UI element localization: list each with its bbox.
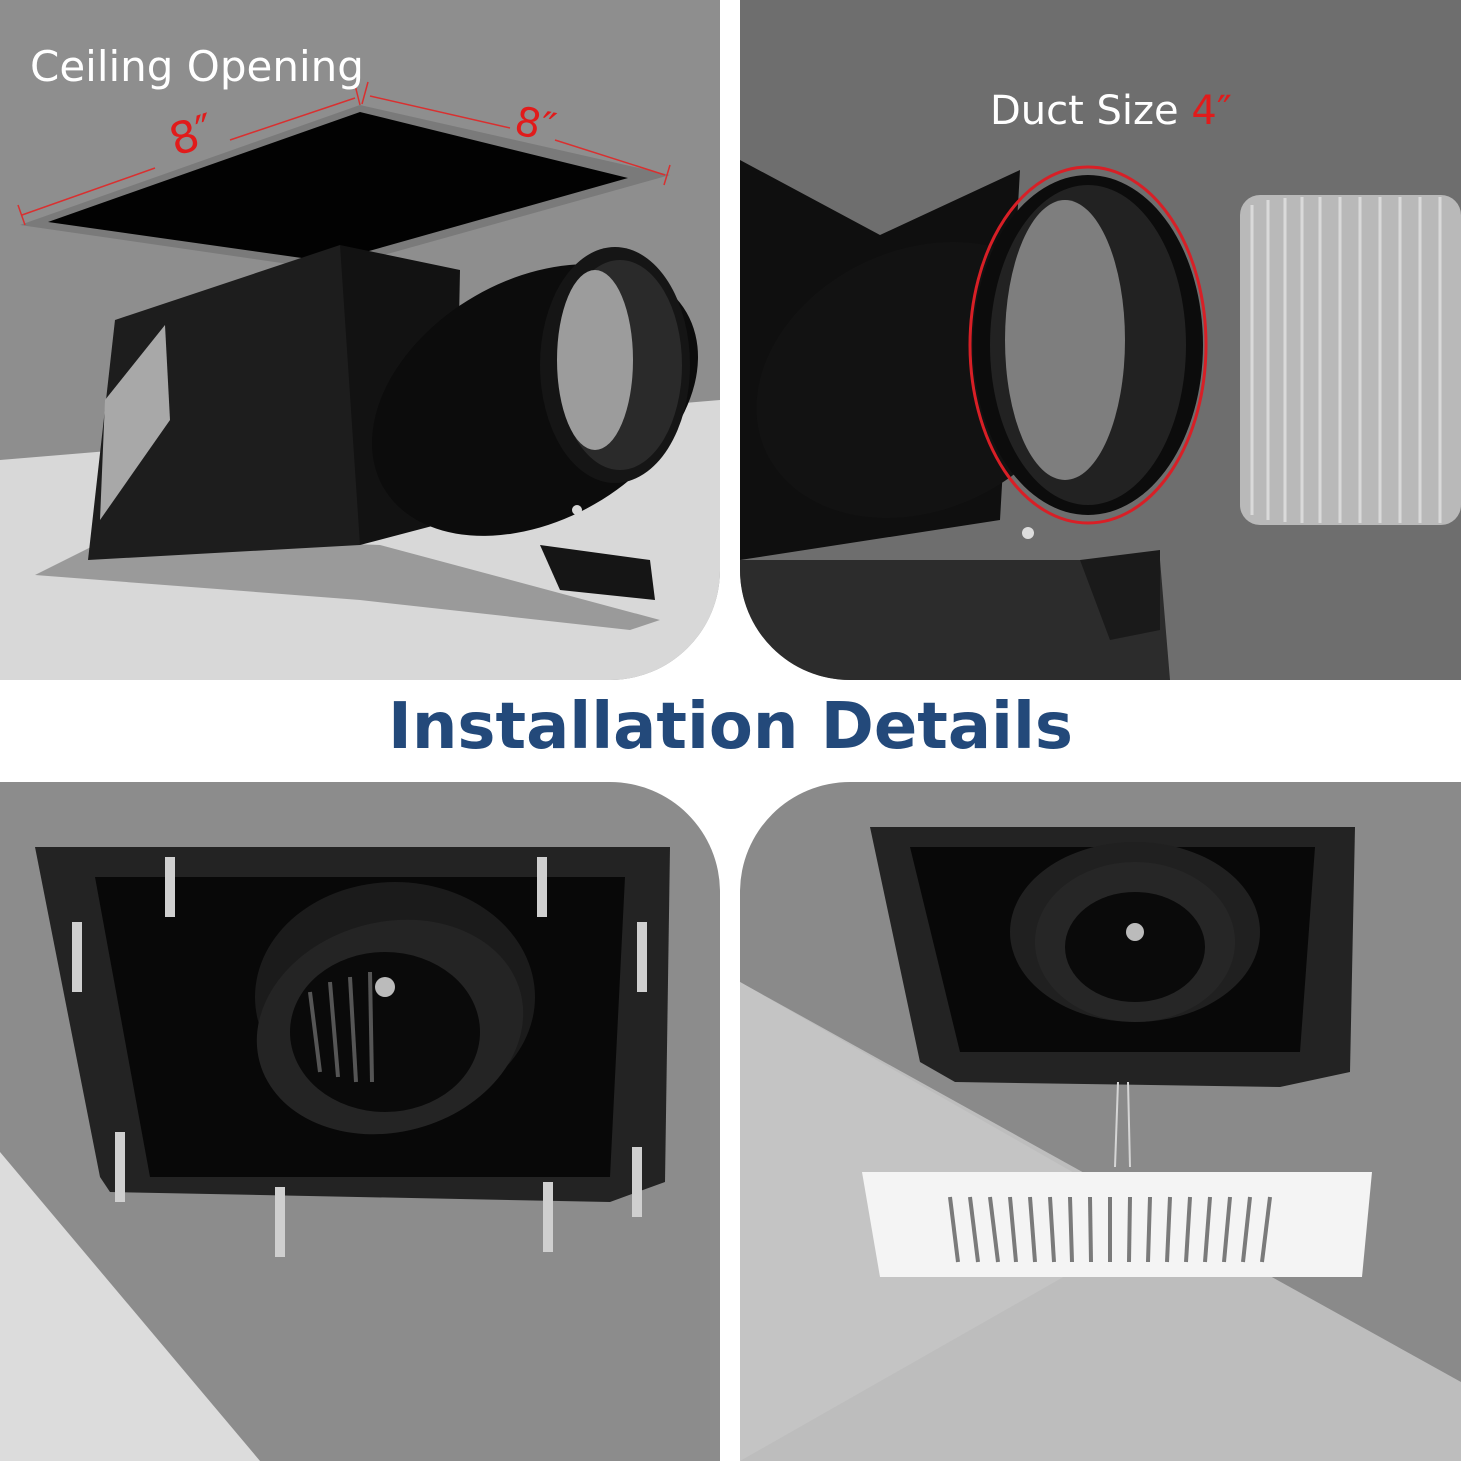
duct-connector-illustration [740, 160, 1461, 680]
ceiling-opening-panel: Ceiling Opening 8″ 8″ [0, 0, 720, 680]
grille-attachment-panel [740, 782, 1461, 1461]
duct-size-value: 4″ [1191, 88, 1232, 134]
fan-housing-illustration [0, 81, 720, 680]
ceiling-opening-label: Ceiling Opening [30, 42, 364, 91]
duct-size-label: Duct Size 4″ [990, 88, 1232, 134]
duct-size-text: Duct Size [990, 88, 1179, 134]
duct-size-panel: Duct Size 4″ [740, 0, 1461, 680]
housing-with-screws-illustration [0, 847, 670, 1461]
screw-mounting-panel [0, 782, 720, 1461]
housing-with-grille-illustration [740, 827, 1461, 1461]
page-title: Installation Details [388, 690, 1073, 764]
